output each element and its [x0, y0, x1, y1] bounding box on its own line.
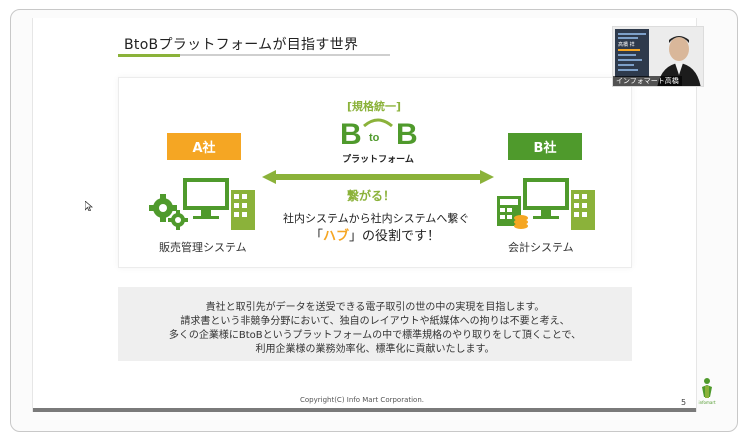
- copyright-text: Copyright(C) Info Mart Corporation.: [300, 396, 425, 404]
- accounting-system-illustration: [497, 178, 595, 230]
- description-box: 貴社と取引先がデータを送受できる電子取引の世の中の実現を目指します。 請求書とい…: [118, 287, 632, 361]
- infomart-logo: infomart: [698, 378, 716, 405]
- accounting-system-label: 会計システム: [508, 241, 574, 254]
- coin-stack-icon: [514, 215, 528, 229]
- slide-title: BtoBプラットフォームが目指す世界: [124, 37, 359, 53]
- description-line: 多くの企業様にBtoBというプラットフォームの中で標準規格のやり取りをして頂くこ…: [168, 330, 582, 341]
- diagram-panel: [118, 77, 632, 268]
- description-line: 貴社と取引先がデータを送受できる電子取引の世の中の実現を目指します。: [205, 302, 545, 313]
- gear-icon: [149, 194, 188, 230]
- building-icon: [571, 190, 595, 230]
- slide-bottom-bar: [33, 408, 696, 412]
- connect-label: 繋がる！: [347, 189, 396, 203]
- mouse-cursor-icon: [85, 201, 93, 211]
- company-a-badge: A社: [167, 133, 241, 160]
- participant-video-tile[interactable]: 高橋 祥 インフォマート高橋: [612, 26, 704, 87]
- company-b-badge: B社: [508, 133, 582, 160]
- monitor-icon: [183, 178, 229, 219]
- title-underline: [118, 54, 390, 56]
- description-line: 利用企業様の業務効率化、標準化に貢献いたします。: [255, 344, 495, 355]
- svg-text:B: B: [396, 118, 418, 151]
- building-icon: [231, 190, 255, 230]
- sales-system-label: 販売管理システム: [159, 241, 247, 254]
- spec-unification-label: [規格統一]: [347, 100, 402, 113]
- hub-caption-rest: 」の役割です！: [349, 229, 441, 244]
- infomart-logo-text: infomart: [698, 400, 715, 405]
- hub-word: ハブ: [323, 229, 350, 244]
- hub-caption-line2: 「ハブ」の役割です！: [310, 225, 440, 244]
- btob-platform-logo: B B to プラットフォーム: [340, 118, 418, 165]
- hub-bracket-open: 「: [310, 229, 324, 244]
- title-underline-accent: [118, 54, 180, 57]
- connection-arrow: [262, 170, 494, 184]
- participant-name-tag: インフォマート高橋: [613, 76, 682, 86]
- poster-name: 高橋 祥: [618, 42, 635, 48]
- page-number: 5: [681, 398, 687, 407]
- monitor-icon: [523, 178, 569, 219]
- sales-system-illustration: [149, 178, 255, 230]
- hub-caption-line1: 社内システムから社内システムへ繋ぐ: [283, 212, 470, 225]
- logo-subtitle: プラットフォーム: [342, 153, 414, 165]
- svg-text:B: B: [340, 118, 362, 151]
- background-poster: 高橋 祥: [615, 29, 649, 77]
- description-line: 請求書という非競争分野において、独自のレイアウトや紙媒体への拘りは不要と考え、: [180, 316, 570, 327]
- svg-text:to: to: [369, 132, 380, 144]
